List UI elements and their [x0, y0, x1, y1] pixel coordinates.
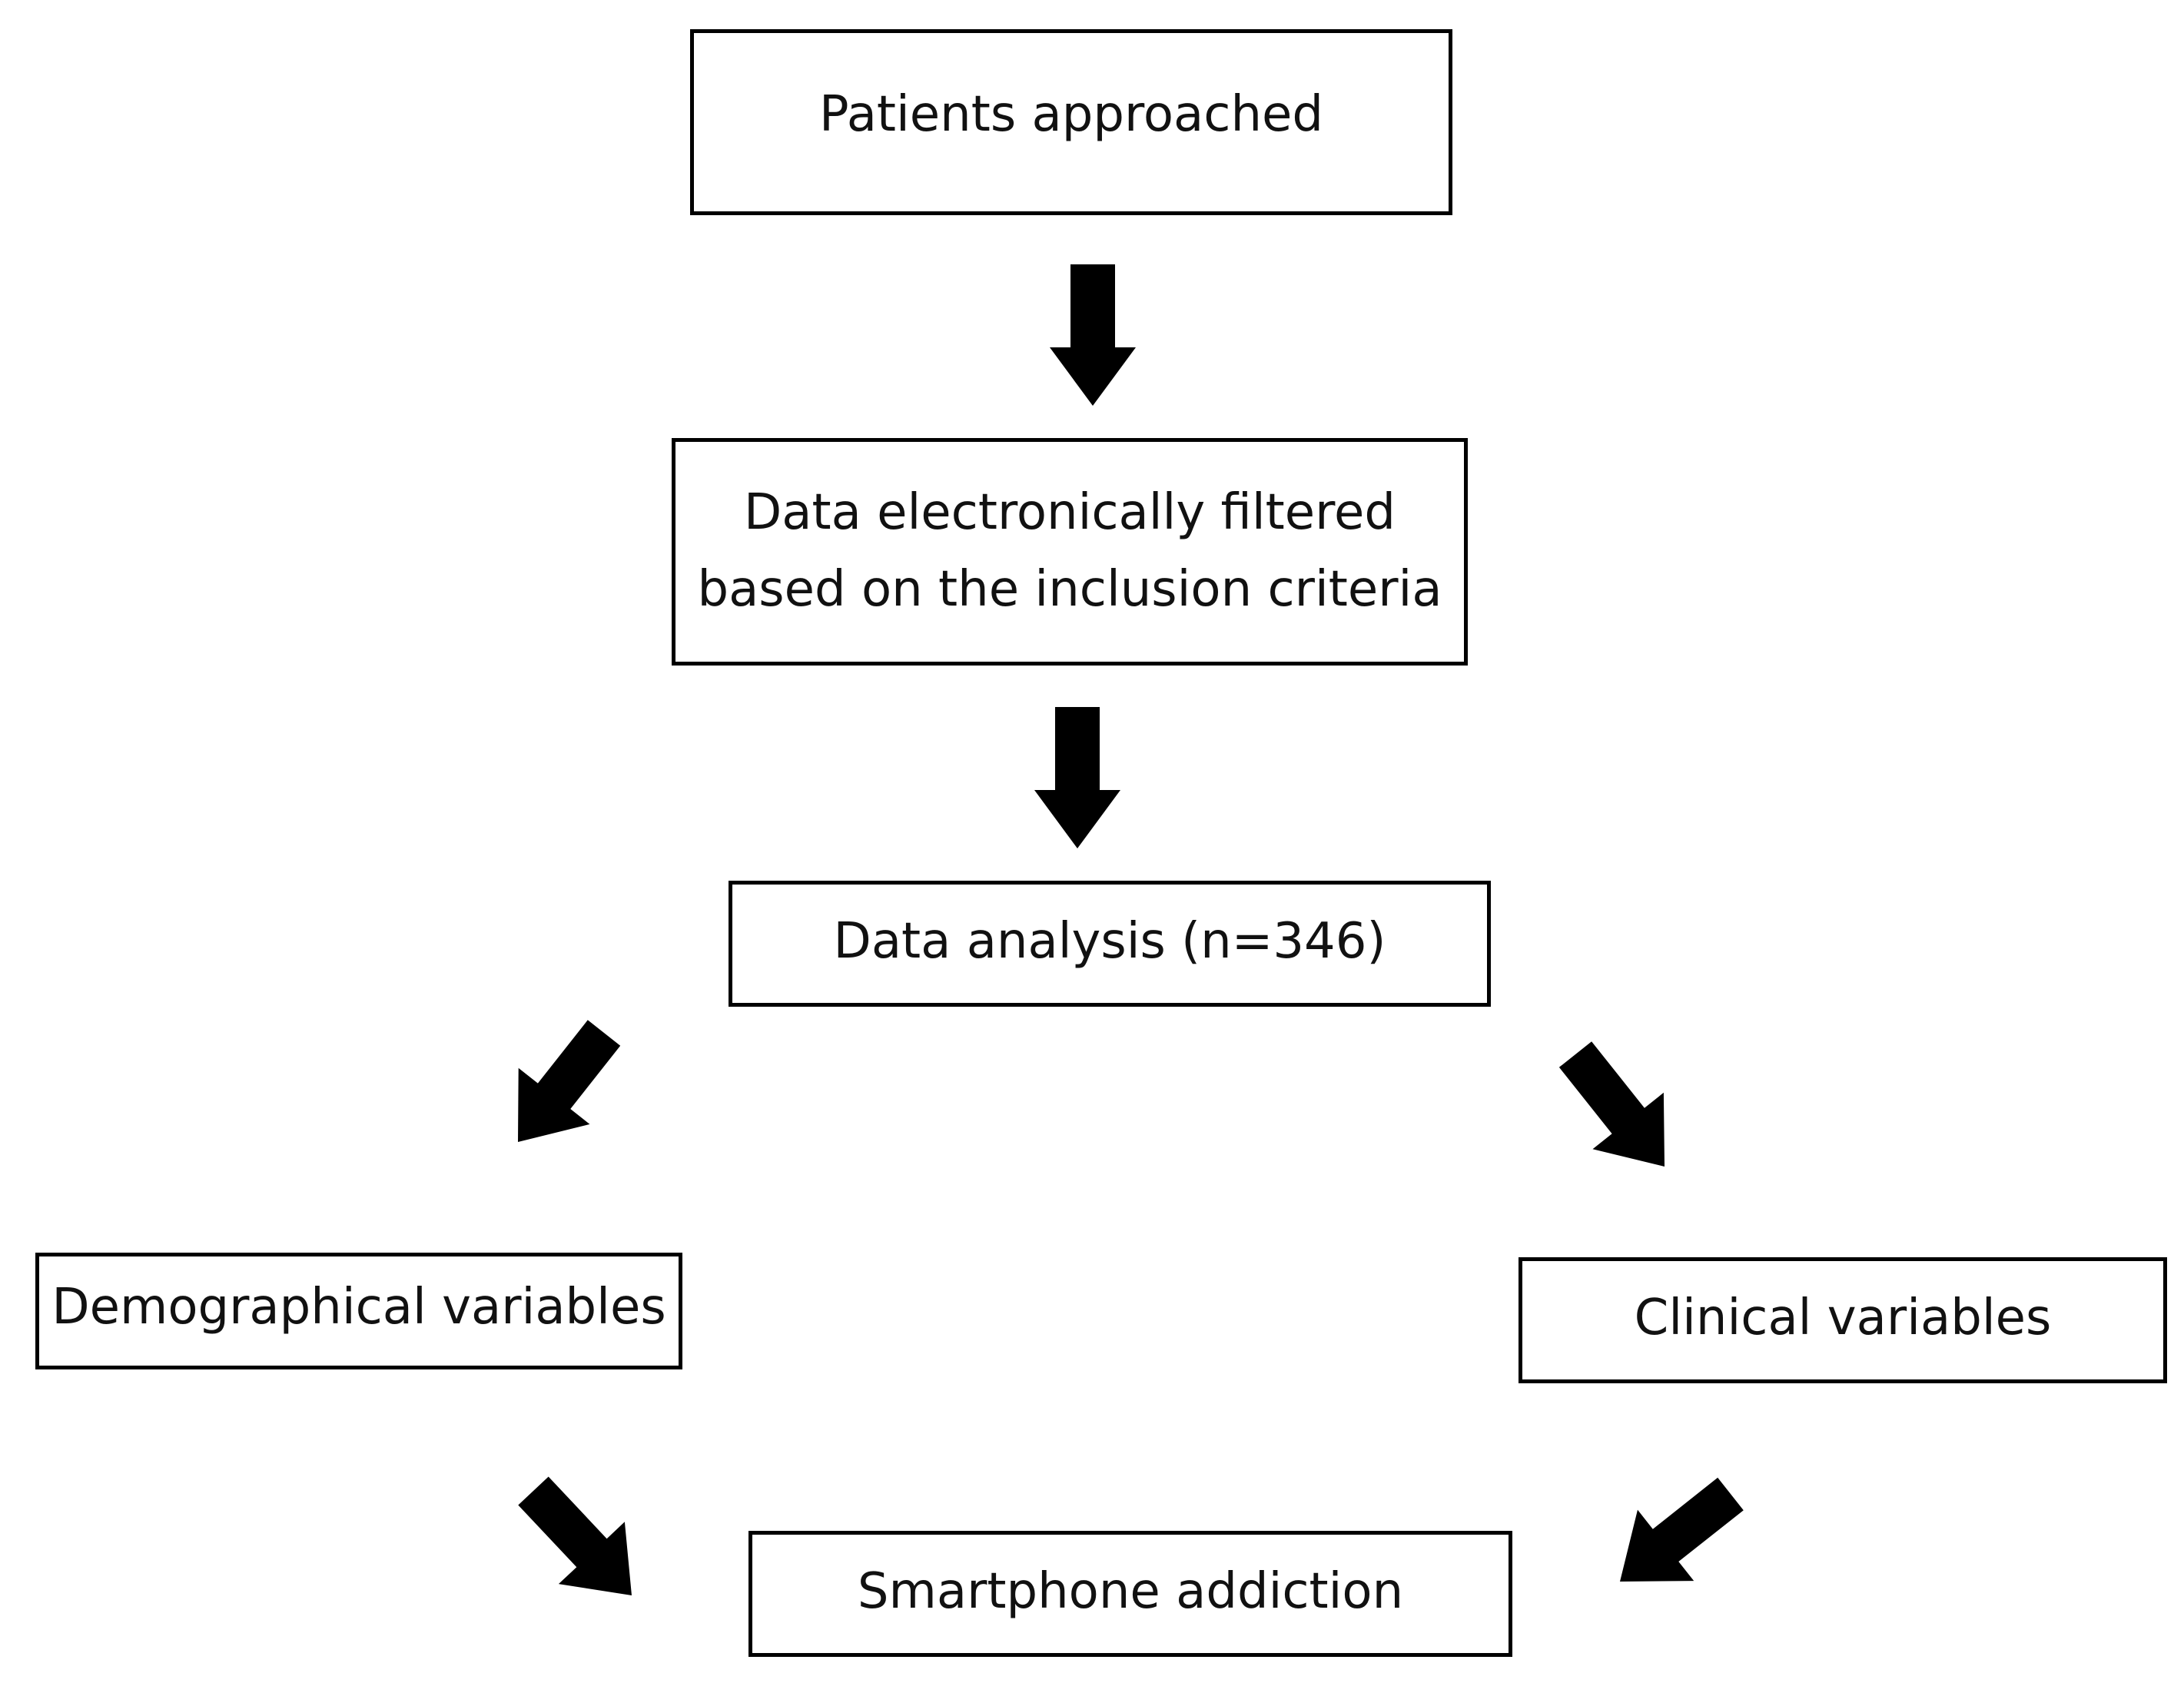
arrow-analysis-to-demographical: [518, 1020, 621, 1142]
node-label: Demographical variables: [51, 1279, 666, 1336]
arrow-analysis-to-clinical: [1558, 1041, 1665, 1167]
node-label: Clinical variables: [1634, 1290, 2052, 1346]
node-data-filtered: Data electronically filtered based on th…: [672, 438, 1468, 666]
arrow-filtered-to-analysis: [1034, 707, 1120, 848]
arrow-patients-to-filtered: [1050, 264, 1136, 406]
node-data-analysis: Data analysis (n=346): [729, 881, 1491, 1007]
node-label-line-1: Data electronically filtered: [743, 484, 1396, 541]
node-label: Smartphone addiction: [857, 1563, 1404, 1620]
node-smartphone-addiction: Smartphone addiction: [748, 1531, 1512, 1657]
node-label: Patients approached: [818, 86, 1324, 143]
node-patients-approached: Patients approached: [690, 29, 1452, 215]
node-label-line-2: based on the inclusion criteria: [697, 561, 1442, 618]
arrow-demographical-to-smartphone: [518, 1476, 632, 1595]
node-label: Data analysis (n=346): [833, 913, 1386, 970]
arrow-clinical-to-smartphone: [1620, 1477, 1744, 1582]
node-demographical-variables: Demographical variables: [35, 1253, 682, 1369]
node-clinical-variables: Clinical variables: [1519, 1257, 2167, 1383]
